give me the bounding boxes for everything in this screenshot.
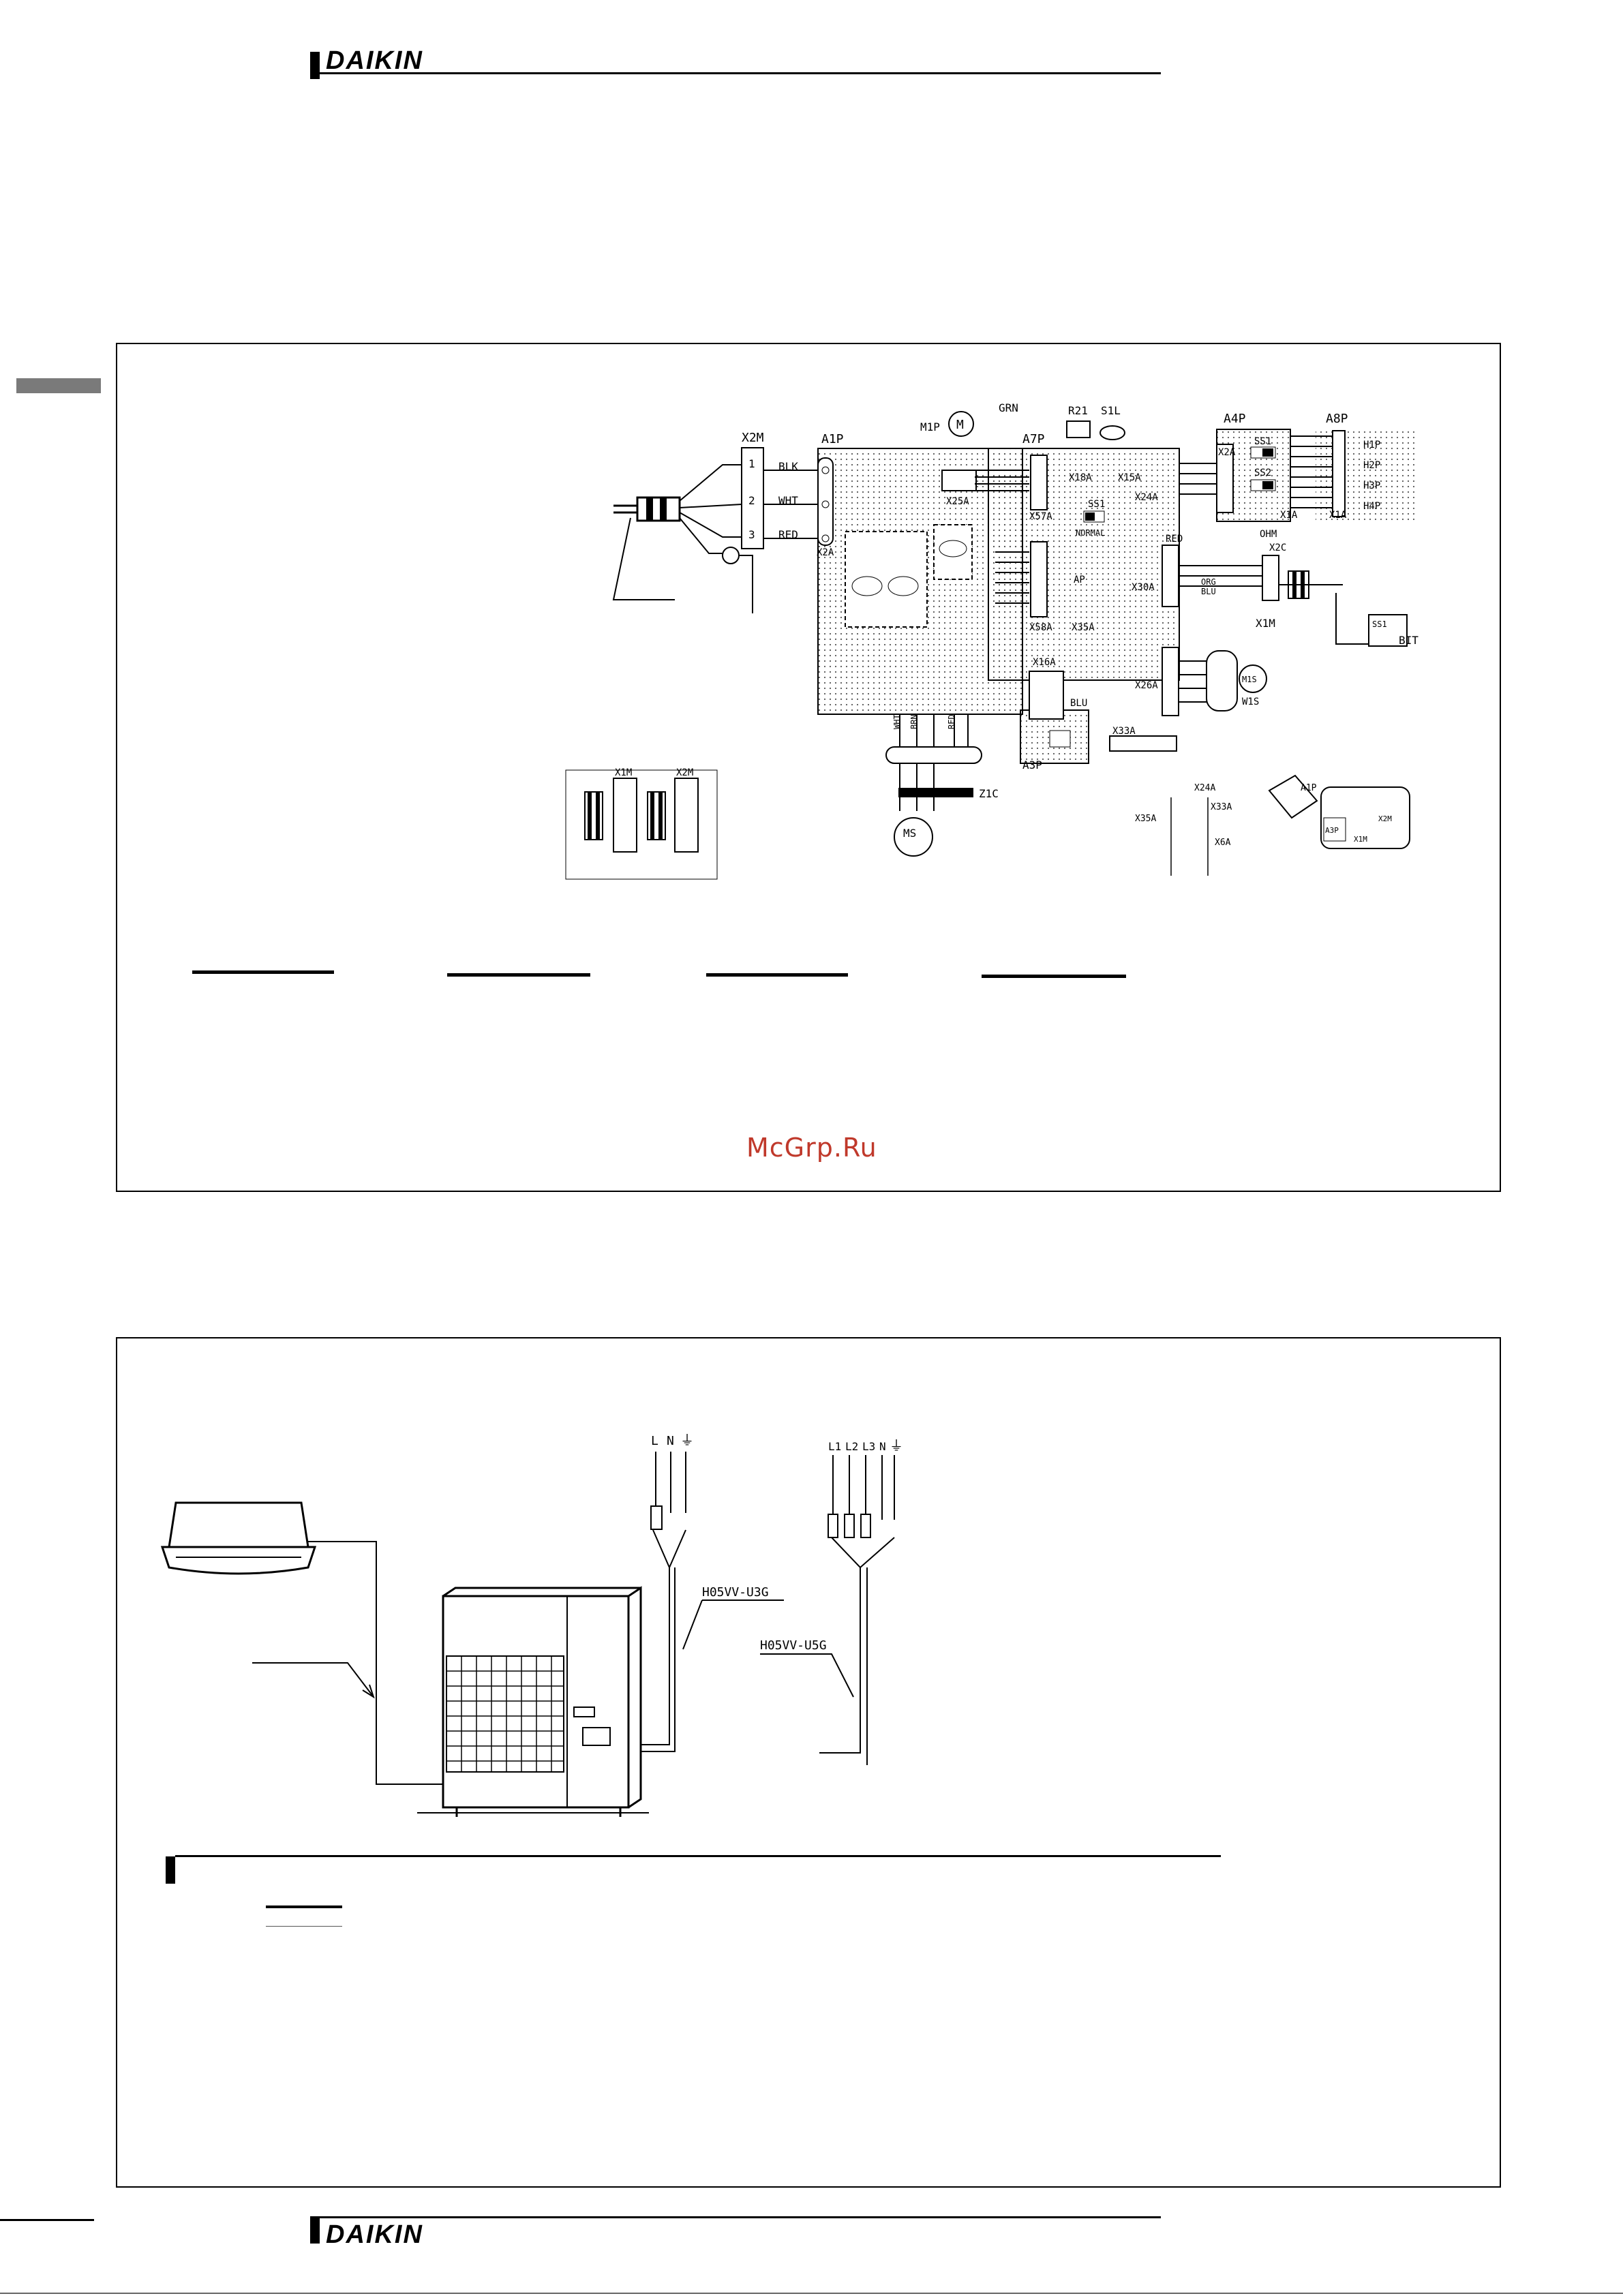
- svg-text:X26A: X26A: [1135, 680, 1158, 691]
- cable-label-three: H05VV-U5G: [760, 1638, 827, 1653]
- svg-text:X1M: X1M: [615, 767, 632, 778]
- svg-text:A7P: A7P: [1022, 432, 1045, 446]
- svg-text:A1P: A1P: [821, 432, 844, 446]
- svg-text:GRN: GRN: [999, 401, 1018, 414]
- svg-text:X2M: X2M: [1378, 814, 1392, 823]
- svg-text:H3P: H3P: [1363, 480, 1380, 491]
- svg-text:N: N: [879, 1440, 886, 1453]
- svg-text:S1L: S1L: [1101, 404, 1121, 417]
- svg-text:NORMAL: NORMAL: [1076, 528, 1105, 538]
- section-side-tab: [16, 378, 101, 393]
- notes-section-rule: [175, 1855, 1221, 1857]
- svg-text:3: 3: [748, 528, 755, 541]
- footer-logo-bar: [310, 2216, 320, 2244]
- svg-text:X35A: X35A: [1072, 622, 1095, 633]
- svg-text:BLU: BLU: [1201, 587, 1216, 596]
- svg-text:A3P: A3P: [1022, 759, 1042, 771]
- legend-underline-4: [982, 975, 1126, 978]
- legend-underline-2: [447, 973, 590, 977]
- svg-text:AP: AP: [1074, 575, 1085, 585]
- svg-text:H4P: H4P: [1363, 501, 1380, 512]
- a7p-board: [988, 448, 1180, 681]
- svg-text:X24A: X24A: [1135, 492, 1158, 503]
- svg-text:2: 2: [748, 494, 755, 507]
- svg-text:ORG: ORG: [1201, 577, 1216, 587]
- svg-text:MS: MS: [903, 827, 916, 840]
- svg-text:X16A: X16A: [1033, 657, 1056, 668]
- svg-text:H2P: H2P: [1363, 460, 1380, 471]
- svg-text:M: M: [956, 418, 964, 432]
- svg-text:X57A: X57A: [1029, 511, 1052, 522]
- svg-text:1: 1: [748, 457, 755, 470]
- svg-text:SS2: SS2: [1254, 468, 1271, 478]
- svg-text:X2A: X2A: [817, 547, 834, 558]
- svg-text:X2C: X2C: [1269, 542, 1286, 553]
- legend-underline-3: [706, 973, 848, 977]
- svg-text:W1S: W1S: [1242, 697, 1259, 707]
- svg-text:L2: L2: [845, 1440, 858, 1453]
- svg-text:Z1C: Z1C: [979, 787, 999, 800]
- svg-text:OHM: OHM: [1260, 529, 1277, 540]
- legend-underline-1: [192, 970, 334, 974]
- svg-text:SS1: SS1: [1372, 619, 1387, 629]
- svg-text:X1A: X1A: [1280, 510, 1298, 521]
- svg-text:N: N: [667, 1434, 674, 1448]
- svg-text:X18A: X18A: [1069, 472, 1092, 483]
- svg-text:X2M: X2M: [676, 767, 693, 778]
- svg-text:X15A: X15A: [1118, 472, 1141, 483]
- svg-text:M1P: M1P: [920, 420, 940, 433]
- three-phase-terminals: L1 L2 L3 N ⏚: [828, 1437, 903, 1454]
- svg-text:L: L: [651, 1434, 658, 1448]
- header-rule: [310, 72, 1161, 74]
- svg-text:A1P: A1P: [1301, 783, 1317, 793]
- svg-text:X1A: X1A: [1329, 510, 1347, 521]
- svg-text:RED: RED: [1166, 534, 1183, 545]
- notes-underline-top: [266, 1905, 342, 1908]
- svg-text:M1S: M1S: [1242, 675, 1257, 684]
- svg-text:BLU: BLU: [1070, 698, 1087, 709]
- svg-text:H1P: H1P: [1363, 440, 1380, 450]
- header-daikin-logo: DAIKIN: [326, 46, 423, 75]
- notes-section-marker: [166, 1856, 175, 1884]
- svg-text:BIT: BIT: [1399, 634, 1419, 647]
- svg-text:X2A: X2A: [1218, 447, 1236, 458]
- svg-text:SS1: SS1: [1088, 499, 1105, 510]
- svg-text:A3P: A3P: [1325, 826, 1339, 835]
- notes-underline-bottom: [266, 1926, 342, 1927]
- svg-text:⏚: ⏚: [890, 1437, 903, 1454]
- svg-text:X33A: X33A: [1211, 802, 1232, 812]
- svg-text:A4P: A4P: [1224, 412, 1246, 426]
- indoor-unit: [168, 1501, 309, 1548]
- svg-text:X6A: X6A: [1215, 838, 1231, 848]
- svg-text:X1M: X1M: [1256, 617, 1275, 630]
- footer-left-rule: [0, 2219, 94, 2221]
- installation-diagram-frame: [116, 1337, 1501, 2188]
- single-phase-terminals: L N ⏚: [651, 1432, 694, 1448]
- wiring-diagram-frame: [116, 343, 1501, 1192]
- cable-label-single: H05VV-U3G: [702, 1585, 769, 1599]
- watermark: McGrp.Ru: [746, 1133, 877, 1163]
- svg-text:X58A: X58A: [1029, 622, 1052, 633]
- x2m-label: X2M: [742, 431, 764, 445]
- svg-text:X35A: X35A: [1135, 814, 1156, 824]
- svg-text:SS1: SS1: [1254, 436, 1271, 447]
- svg-text:A8P: A8P: [1326, 412, 1348, 426]
- svg-text:L1: L1: [828, 1440, 841, 1453]
- footer-bottom-rule: [0, 2293, 1623, 2294]
- svg-text:X24A: X24A: [1194, 783, 1215, 793]
- svg-text:X30A: X30A: [1132, 582, 1155, 593]
- footer-rule: [310, 2216, 1161, 2218]
- footer-daikin-logo: DAIKIN: [326, 2220, 423, 2249]
- svg-text:R21: R21: [1068, 404, 1088, 417]
- svg-text:X33A: X33A: [1112, 726, 1136, 737]
- svg-text:X1M: X1M: [1354, 835, 1367, 844]
- svg-text:X25A: X25A: [946, 496, 969, 507]
- svg-text:⏚: ⏚: [680, 1432, 694, 1448]
- svg-text:L3: L3: [862, 1440, 875, 1453]
